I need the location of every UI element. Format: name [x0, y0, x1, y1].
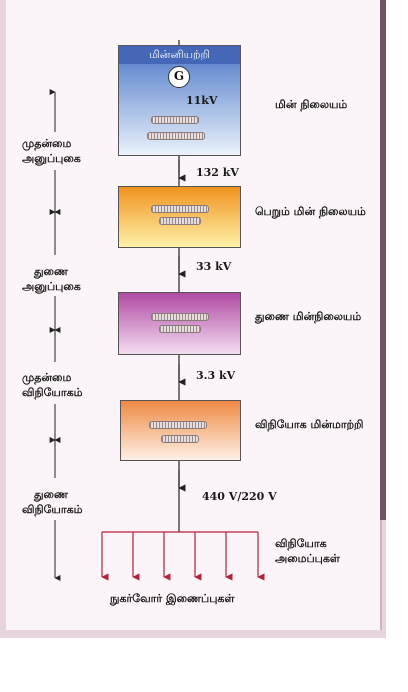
section-secondary-transmission-2: அனுப்புகை [22, 280, 81, 293]
section-secondary-distribution-1: துணை [34, 488, 68, 501]
section-secondary-transmission-1: துணை [34, 265, 68, 278]
transformer-coil-icon [161, 435, 199, 443]
consumer-connections-label: நுகர்வோர் இணைப்புகள் [110, 592, 235, 605]
section-primary-transmission-1: முதன்மை [22, 137, 72, 150]
voltage-132kv: 132 kV [196, 166, 239, 179]
transformer-coil-icon [159, 325, 201, 333]
receiving-station-box [118, 186, 241, 248]
consumer-arrows [101, 532, 265, 581]
power-station-label: மின் நிலையம் [275, 98, 348, 111]
transformer-coil-icon [151, 205, 209, 213]
distribution-systems-label-1: விநியோக [275, 537, 327, 550]
voltage-33kv: 33 kV [196, 260, 232, 273]
voltage-11kv: 11kV [186, 94, 218, 107]
generator-title: மின்னியற்றி [119, 46, 240, 64]
voltage-3-3kv: 3.3 kV [196, 369, 236, 382]
substation-box [118, 292, 241, 355]
section-primary-transmission-2: அனுப்புகை [22, 152, 81, 165]
section-primary-distribution-2: விநியோகம் [22, 386, 83, 399]
section-secondary-distribution-2: விநியோகம் [22, 503, 83, 516]
distribution-systems-label-2: அமைப்புகள் [275, 552, 340, 565]
transformer-coil-icon [159, 217, 201, 225]
distribution-transformer-label: விநியோக மின்மாற்றி [255, 418, 364, 431]
transformer-coil-icon [151, 313, 209, 321]
panel-shadow-strip [380, 0, 386, 520]
distribution-transformer-box [120, 400, 241, 461]
transformer-coil-icon [151, 116, 199, 124]
power-station-box: மின்னியற்றி [118, 45, 241, 156]
section-primary-distribution-1: முதன்மை [22, 371, 72, 384]
transformer-coil-icon [147, 132, 205, 140]
substation-label: துணை மின்நிலையம் [255, 310, 362, 323]
voltage-440-220v: 440 V/220 V [202, 490, 277, 503]
generator-symbol: G [168, 66, 190, 88]
transformer-coil-icon [149, 421, 207, 429]
receiving-station-label: பெறும் மின் நிலையம் [255, 205, 366, 218]
